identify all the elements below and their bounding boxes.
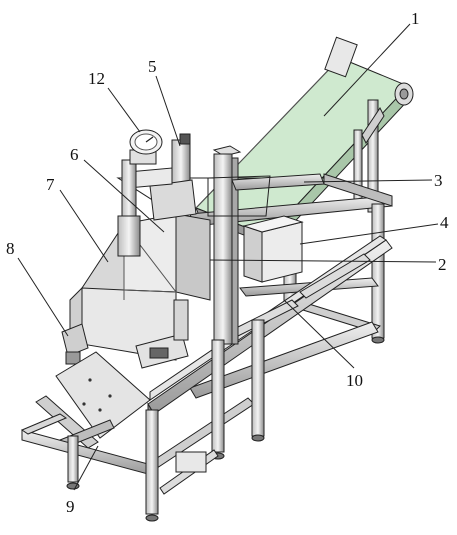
callout-9: 9	[66, 497, 75, 516]
callout-1: 1	[411, 9, 420, 28]
callout-10: 10	[346, 371, 363, 390]
left-cylinder	[61, 323, 89, 365]
callout-7: 7	[46, 175, 55, 194]
frame-base	[20, 319, 265, 522]
pressure-gauge	[117, 129, 163, 257]
pusher-block	[135, 299, 189, 369]
callout-4: 4	[440, 213, 449, 232]
callout-labels: 1 2 3 4 5 6 7 8 9 10 12	[6, 9, 449, 516]
callout-12: 12	[88, 69, 105, 88]
conveyor-drive-motor	[324, 36, 414, 106]
callout-8: 8	[6, 239, 15, 258]
drive-motor-box	[242, 215, 304, 283]
inclined-chute	[35, 351, 151, 449]
leader-lines	[17, 23, 439, 491]
callout-6: 6	[70, 145, 79, 164]
callout-2: 2	[438, 255, 447, 274]
vertical-slide-unit	[127, 133, 197, 221]
callout-3: 3	[434, 171, 443, 190]
central-column	[207, 145, 325, 345]
callout-5: 5	[148, 57, 157, 76]
